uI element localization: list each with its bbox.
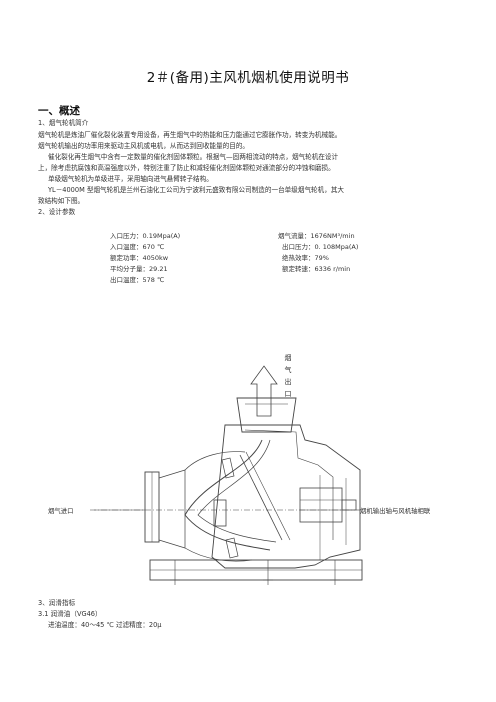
subheading-intro: 1、烟气轮机简介 <box>38 119 89 127</box>
outlet-label: 烟气出口 <box>284 354 292 398</box>
paragraph-line: 催化裂化再生烟气中含有一定数量的催化剂固体颗粒。根据气—固两相流动的特点，烟气轮… <box>48 153 339 161</box>
shaft-label: 烟机输出轴与风机轴相联 <box>360 507 431 515</box>
outlet-duct <box>236 397 297 433</box>
param-flow: 烟气流量：1676NM³/min <box>278 232 355 240</box>
casing <box>211 424 361 569</box>
paragraph-line: 致结构如下图。 <box>38 197 85 205</box>
section-heading-lubrication: 3、润滑指标 <box>38 599 76 607</box>
paragraph-line: 烟气轮机输出的功率用来驱动主风机或电机，从而达到回收能量的目的。 <box>38 142 249 150</box>
param-inlet-temp: 入口温度：670 ℃ <box>110 243 165 251</box>
bearing-housing <box>299 487 343 523</box>
blade-row <box>221 457 239 559</box>
subheading-design-params: 2、设计参数 <box>38 208 76 216</box>
flow-passage <box>184 439 271 551</box>
lube-oil-spec: 进油温度：40～45 ℃ 过滤精度：20μ <box>48 621 162 629</box>
param-efficiency: 绝热效率：79% <box>282 254 329 262</box>
output-shaft <box>341 499 357 511</box>
param-rated-power: 额定功率：4050kw <box>110 254 169 262</box>
param-speed: 额定转速：6336 r/min <box>282 265 351 273</box>
paragraph-line: 烟气轮机是炼油厂催化裂化装置专用设备，再生烟气中的热能和压力能通过它膨胀作功，转… <box>38 131 342 139</box>
subheading-lube-oil: 3.1 润滑油（VG46） <box>38 610 102 618</box>
outlet-arrow <box>250 365 278 417</box>
param-inlet-pressure: 入口压力：0.19Mpa(A) <box>110 232 181 240</box>
page-title: 2＃(备用)主风机烟机使用说明书 <box>146 70 350 86</box>
param-outlet-temp: 出口温度：578 ℃ <box>110 276 165 284</box>
inlet-label: 烟气进口 <box>48 507 74 515</box>
section-heading-overview: 一、概述 <box>38 105 80 117</box>
param-outlet-pressure: 出口压力：0. 108Mpa(A) <box>282 243 359 251</box>
param-avg-stage: 平均分子量：29.21 <box>110 265 168 273</box>
paragraph-line: YL－4000M 型烟气轮机是兰州石油化工公司为宁波利元盛致有限公司制造的一台单… <box>48 186 345 194</box>
paragraph-line: 上，除考虑抗腐蚀和高温强度以外，特别注重了防止和减轻催化剂固体颗粒对通流部分的冲… <box>38 164 335 172</box>
paragraph-line: 单级烟气轮机为单级进平，采用轴向进气悬臂转子结构。 <box>48 175 213 183</box>
